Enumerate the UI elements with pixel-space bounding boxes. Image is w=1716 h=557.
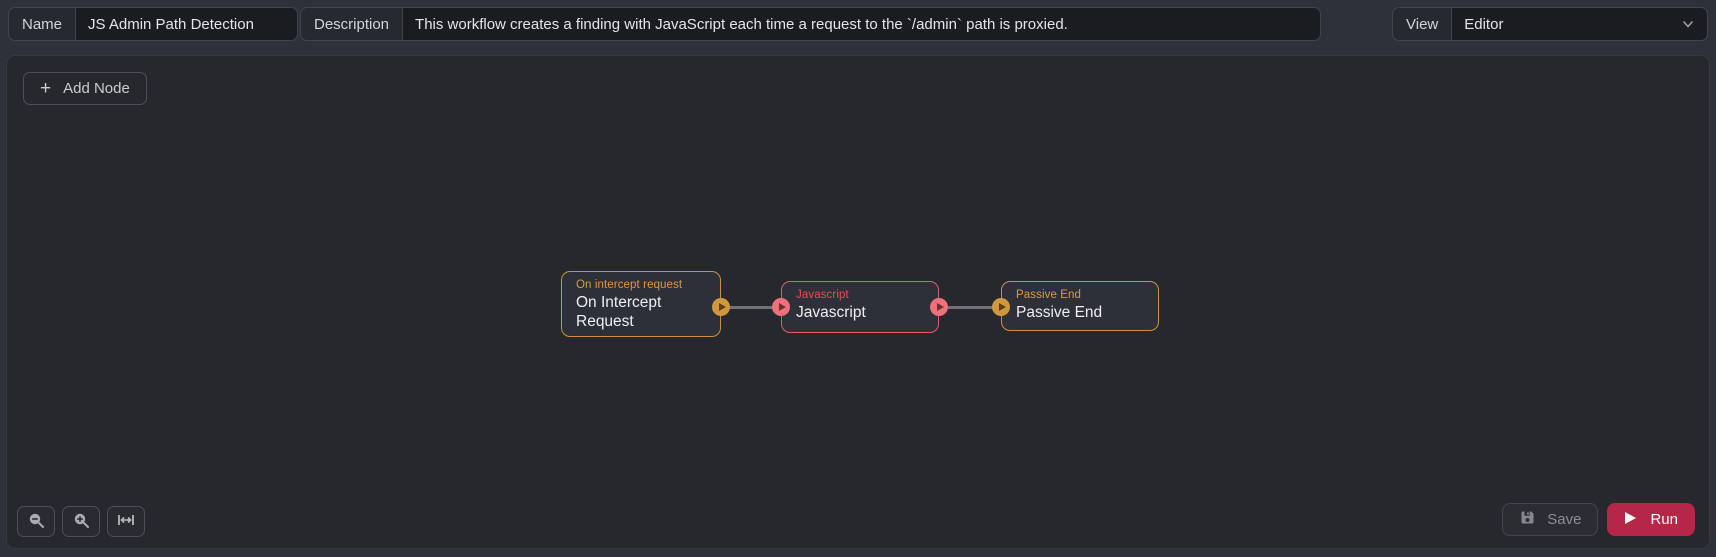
magnifier-minus-icon	[28, 512, 45, 532]
node-javascript[interactable]: Javascript Javascript	[781, 281, 939, 333]
view-field-group: View Editor	[1392, 7, 1708, 41]
node-type-label: Javascript	[796, 289, 849, 301]
top-bar: Name Description View Editor	[0, 0, 1716, 48]
save-label: Save	[1547, 511, 1582, 528]
plus-icon: +	[40, 78, 52, 99]
add-node-label: Add Node	[63, 80, 130, 97]
name-label: Name	[22, 15, 63, 33]
add-node-button[interactable]: + Add Node	[23, 72, 147, 105]
port-arrow-icon	[719, 303, 726, 311]
zoom-toolbar	[17, 506, 145, 537]
name-input-wrap	[75, 8, 298, 40]
connection-wire	[939, 306, 1001, 309]
save-button[interactable]: Save	[1502, 503, 1599, 536]
node-title: Passive End	[1016, 304, 1103, 321]
node-type-label: On intercept request	[576, 279, 683, 291]
view-select[interactable]: Editor	[1451, 8, 1707, 40]
connection-wire	[721, 306, 781, 309]
description-field-group: Description	[300, 7, 1322, 41]
node-title: Javascript	[796, 304, 866, 321]
port-input-passive-end[interactable]	[992, 298, 1010, 316]
view-label: View	[1406, 15, 1439, 33]
port-input-javascript[interactable]	[772, 298, 790, 316]
play-icon	[1624, 511, 1637, 529]
magnifier-plus-icon	[73, 512, 90, 532]
port-arrow-icon	[779, 303, 786, 311]
save-icon	[1519, 509, 1536, 530]
run-button[interactable]: Run	[1607, 503, 1695, 536]
description-input[interactable]	[403, 8, 1321, 40]
port-arrow-icon	[999, 303, 1006, 311]
node-passive-end[interactable]: Passive End Passive End	[1001, 281, 1159, 331]
fit-width-icon	[117, 513, 135, 530]
workflow-canvas[interactable]: + Add Node On intercept request On Inter…	[6, 55, 1710, 549]
view-select-value: Editor	[1464, 15, 1504, 33]
fit-width-button[interactable]	[107, 506, 145, 537]
name-input[interactable]	[76, 8, 298, 40]
node-type-label: Passive End	[1016, 289, 1082, 301]
node-title: On Intercept Request	[576, 294, 662, 331]
chevron-down-icon	[1681, 17, 1695, 31]
zoom-out-button[interactable]	[17, 506, 55, 537]
actions-toolbar: Save Run	[1502, 503, 1695, 536]
port-arrow-icon	[937, 303, 944, 311]
port-output-on-intercept-request[interactable]	[712, 298, 730, 316]
description-input-wrap	[402, 8, 1321, 40]
description-label: Description	[314, 15, 390, 33]
name-field-group: Name	[8, 7, 299, 41]
run-label: Run	[1650, 511, 1678, 528]
node-on-intercept-request[interactable]: On intercept request On Intercept Reques…	[561, 271, 721, 337]
zoom-in-button[interactable]	[62, 506, 100, 537]
port-output-javascript[interactable]	[930, 298, 948, 316]
